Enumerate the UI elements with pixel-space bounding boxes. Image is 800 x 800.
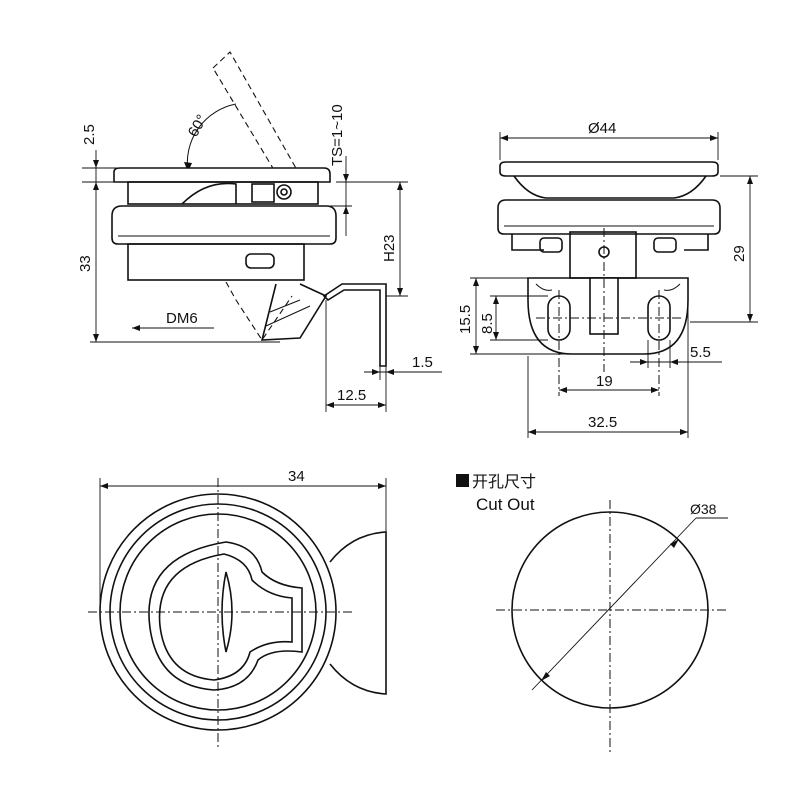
top-flange — [113, 167, 331, 183]
dim-ts-arrow-a — [343, 174, 349, 182]
dim-19-arrow-a — [559, 387, 567, 393]
front-bracket — [527, 277, 689, 355]
top-view: 34 — [88, 468, 387, 748]
cutout-title-square — [456, 474, 469, 487]
dim-12-5-arrow-a — [326, 402, 334, 408]
dim-5-5-label: 5.5 — [690, 344, 711, 361]
dim-8-5-label: 8.5 — [479, 313, 496, 334]
upper-body — [127, 181, 319, 205]
latch-bracket — [322, 283, 387, 367]
side-view: 60° 2.5 33 — [77, 51, 442, 412]
ring-band — [111, 205, 337, 245]
latch-retracted — [225, 281, 293, 341]
dim-8-5-arrow-b — [493, 332, 499, 340]
angle-arrow — [184, 162, 192, 172]
top-handle — [148, 541, 303, 691]
dim-d44-label: Ø44 — [588, 120, 616, 137]
dim-dm6-arrow — [132, 325, 140, 331]
dim-33-label: 33 — [77, 255, 94, 272]
angle-arc — [186, 103, 237, 173]
lower-body — [127, 243, 305, 281]
dim-12-5-arrow-b — [378, 402, 386, 408]
dim-1-5-arrow-a — [372, 369, 380, 375]
dim-15-5-arrow-b — [473, 346, 479, 354]
dim-h23-label: H23 — [381, 234, 398, 262]
dim-5-5-arrow-a — [640, 359, 648, 365]
front-dish — [513, 175, 707, 199]
pivot-box — [251, 183, 275, 203]
raised-handle-outline — [212, 51, 298, 181]
cam-hatch-1 — [269, 299, 301, 313]
handle-bump — [181, 182, 237, 205]
dim-d38-leader — [531, 517, 697, 691]
front-flange — [499, 161, 719, 177]
dim-34-label: 34 — [288, 468, 305, 485]
dim-ts-label: TS=1~10 — [329, 104, 346, 166]
dim-5-5-arrow-b — [670, 359, 678, 365]
dim-d38-arrow-b — [670, 539, 679, 548]
top-handle-grip — [221, 571, 233, 653]
pivot-screw — [276, 184, 292, 200]
dim-ts-arrow-b — [343, 206, 349, 214]
cam-hatch-2 — [265, 305, 311, 327]
dim-2-5-arrow-b — [93, 182, 99, 190]
dim-29-arrow-b — [747, 314, 753, 322]
cutout-view: 开孔尺寸 Cut Out Ø38 — [456, 473, 728, 752]
dim-32-5-label: 32.5 — [588, 414, 617, 431]
angle-label: 60° — [185, 112, 211, 140]
dim-34-arrow-a — [100, 483, 108, 489]
dim-2-5-arrow-a — [93, 160, 99, 168]
dim-d38-label: Ø38 — [690, 501, 717, 517]
top-handle-inner — [158, 553, 293, 681]
dim-h23-arrow-b — [397, 288, 403, 296]
dim-1-5-label: 1.5 — [412, 354, 433, 371]
dim-29-label: 29 — [731, 245, 748, 262]
dim-8-5-arrow-a — [493, 296, 499, 304]
lower-nut — [245, 253, 275, 269]
dim-32-5-arrow-a — [528, 429, 536, 435]
cutout-title: 开孔尺寸 — [472, 473, 536, 491]
dim-15-5-arrow-a — [473, 278, 479, 286]
dim-dm6-label: DM6 — [166, 310, 198, 327]
dim-d38-arrow-a — [541, 672, 550, 681]
front-ring-band — [497, 199, 721, 235]
dim-h23-arrow-a — [397, 182, 403, 190]
dim-19-arrow-b — [651, 387, 659, 393]
pivot-screw-inner — [280, 188, 288, 196]
dim-33-arrow — [93, 334, 99, 342]
dim-d44-arrow-b — [710, 135, 718, 141]
top-bracket-outline — [329, 531, 387, 695]
dim-d44-arrow-a — [500, 135, 508, 141]
front-screw-left — [539, 237, 563, 253]
latch-cam — [260, 283, 328, 341]
front-view: Ø44 29 15.5 8.5 5.5 19 — [457, 120, 758, 438]
dim-19-label: 19 — [596, 373, 613, 390]
front-lower-body — [511, 234, 709, 251]
dim-34-arrow-b — [378, 483, 386, 489]
dim-12-5-label: 12.5 — [337, 387, 366, 404]
dim-15-5-label: 15.5 — [457, 305, 474, 334]
dim-1-5-arrow-b — [386, 369, 394, 375]
dim-2-5-label: 2.5 — [81, 124, 98, 145]
dim-32-5-arrow-b — [680, 429, 688, 435]
front-screw-right — [653, 237, 677, 253]
front-bracket-inner — [535, 283, 681, 291]
cutout-subtitle: Cut Out — [476, 495, 535, 514]
front-center-post — [569, 231, 637, 279]
dim-29-arrow-a — [747, 176, 753, 184]
